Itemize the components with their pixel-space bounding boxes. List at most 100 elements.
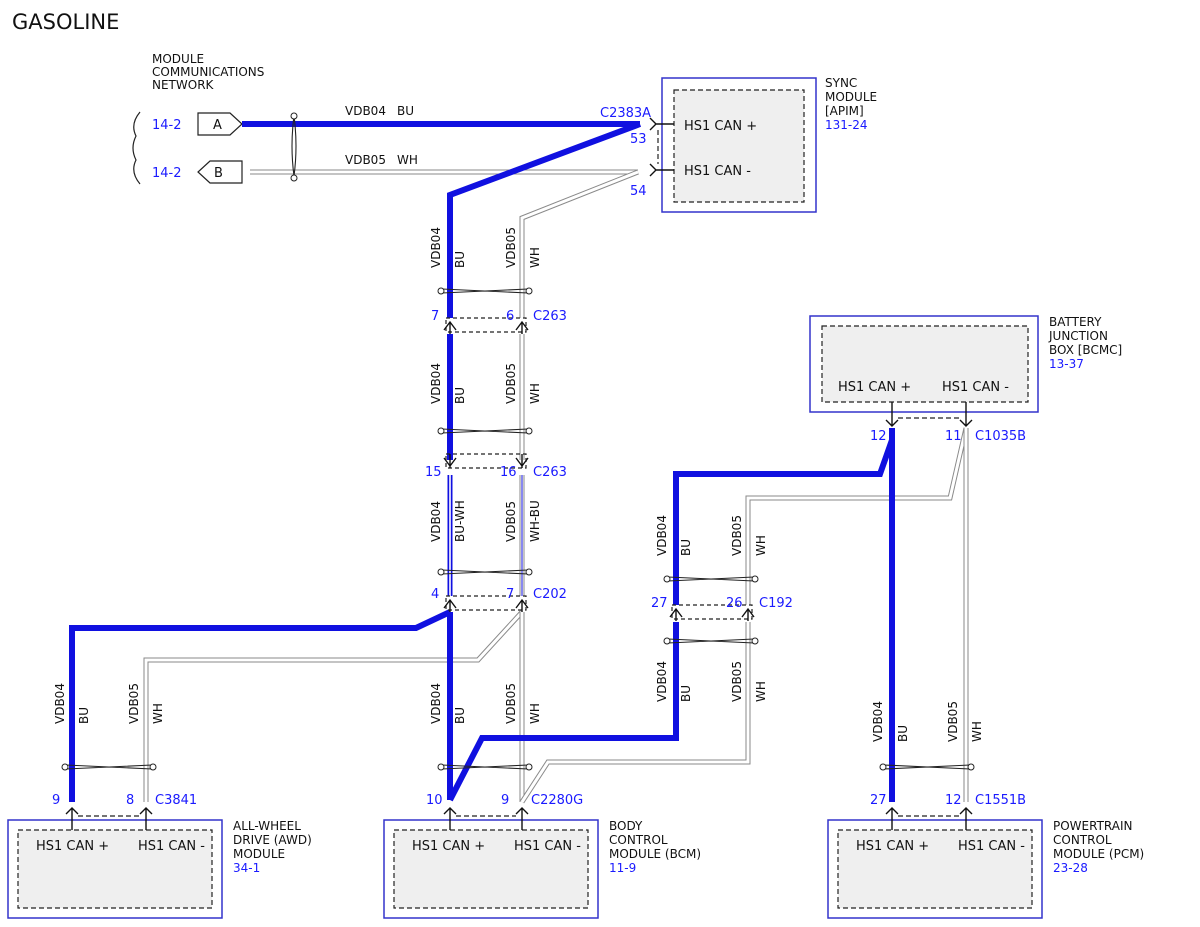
vlabel-wh-bcm: WH <box>528 703 542 724</box>
vlabel-bu-c192l: BU <box>679 685 693 702</box>
bracket-icon <box>132 111 141 185</box>
vlabel-vdb04-s3: VDB04 <box>429 501 443 542</box>
c263b-pin-16: 16 <box>500 465 517 480</box>
awd-pin-plus-label: HS1 CAN + <box>36 839 109 854</box>
vlabel-whbu-s3: WH-BU <box>528 500 542 542</box>
vlabel-bu-bcm: BU <box>453 707 467 724</box>
sync-name-line-2: MODULE <box>825 90 877 104</box>
network-label-line-2: COMMUNICATIONS <box>152 65 264 79</box>
vlabel-vdb04-c192u: VDB04 <box>655 515 669 556</box>
sync-connector-label: C2383A <box>600 106 651 121</box>
vlabel-vdb04-bcm: VDB04 <box>429 683 443 724</box>
color-label-bu-top: BU <box>397 104 414 118</box>
connector-a-letter: A <box>213 118 222 133</box>
twist-marker-c192-lower <box>663 637 759 645</box>
twist-marker-pcm <box>879 763 975 771</box>
vlabel-wh-awd: WH <box>151 703 165 724</box>
bcmc-ref: 13-37 <box>1049 357 1084 371</box>
vlabel-wh-pcm: WH <box>970 721 984 742</box>
bcmc-connector-label: C1035B <box>975 429 1026 444</box>
pcm-pin-27: 27 <box>870 793 887 808</box>
vlabel-vdb04-pcm: VDB04 <box>871 701 885 742</box>
vlabel-bu-pcm: BU <box>896 725 910 742</box>
network-label-line-1: MODULE <box>152 52 204 66</box>
circuit-label-vdb05-top: VDB05 <box>345 153 386 167</box>
circuit-label-vdb04-top: VDB04 <box>345 104 386 118</box>
network-label-line-3: NETWORK <box>152 78 215 92</box>
vlabel-wh-c192l: WH <box>754 681 768 702</box>
sync-pin-53: 53 <box>630 132 647 147</box>
sync-name-line-3: [APIM] <box>825 104 864 118</box>
vlabel-vdb05-s1: VDB05 <box>504 227 518 268</box>
vlabel-bu-s1: BU <box>453 251 467 268</box>
inline-connectors <box>443 317 755 621</box>
vlabel-wh-s1: WH <box>528 247 542 268</box>
awd-name-line-2: DRIVE (AWD) <box>233 833 312 847</box>
c192-pin-26: 26 <box>726 596 743 611</box>
sync-pin-plus-label: HS1 CAN + <box>684 119 757 134</box>
vlabel-vdb05-c192l: VDB05 <box>730 661 744 702</box>
awd-name-line-1: ALL-WHEEL <box>233 819 301 833</box>
bcmc-name-line-3: BOX [BCMC] <box>1049 343 1122 357</box>
sync-pin-54: 54 <box>630 184 647 199</box>
connector-b-ref: 14-2 <box>152 166 182 181</box>
vlabel-vdb05-c192u: VDB05 <box>730 515 744 556</box>
bcmc-name-line-1: BATTERY <box>1049 315 1102 329</box>
pcm-pin-plus-label: HS1 CAN + <box>856 839 929 854</box>
twist-marker-network <box>290 112 298 182</box>
bcm-name-line-2: CONTROL <box>609 833 668 847</box>
network-connector-a: A <box>197 112 252 136</box>
pcm-pin-minus-label: HS1 CAN - <box>958 839 1025 854</box>
bcm-name-line-3: MODULE (BCM) <box>609 847 701 861</box>
twist-marker-c202 <box>437 568 533 576</box>
vlabel-wh-c192u: WH <box>754 535 768 556</box>
pcm-name-line-3: MODULE (PCM) <box>1053 847 1144 861</box>
sync-pin-minus-label: HS1 CAN - <box>684 164 751 179</box>
bcmc-pin-minus-label: HS1 CAN - <box>942 380 1009 395</box>
vlabel-vdb04-awd: VDB04 <box>53 683 67 724</box>
vlabel-vdb05-awd: VDB05 <box>127 683 141 724</box>
vlabel-vdb05-bcm: VDB05 <box>504 683 518 724</box>
vlabel-bu-s2: BU <box>453 387 467 404</box>
wire-vdb05-network <box>143 169 969 804</box>
twist-marker-awd <box>61 763 157 771</box>
awd-pin-9: 9 <box>52 793 60 808</box>
color-label-wh-top: WH <box>397 153 418 167</box>
pcm-name-line-1: POWERTRAIN <box>1053 819 1133 833</box>
awd-ref: 34-1 <box>233 861 260 875</box>
c263a-pin-7: 7 <box>431 309 439 324</box>
wires <box>69 121 969 804</box>
sync-name-line-1: SYNC <box>825 76 857 90</box>
bcmc-pin-11: 11 <box>945 429 962 444</box>
pcm-ref: 23-28 <box>1053 861 1088 875</box>
wire-vdb04-network <box>69 121 895 802</box>
twist-marker-c263-upper <box>437 287 533 295</box>
vlabel-wh-s2: WH <box>528 383 542 404</box>
vlabel-vdb05-s3: VDB05 <box>504 501 518 542</box>
bcm-connector-label: C2280G <box>531 793 583 808</box>
c202-label: C202 <box>533 587 567 602</box>
pcm-pin-12: 12 <box>945 793 962 808</box>
c192-label: C192 <box>759 596 793 611</box>
bcmc-pin-12: 12 <box>870 429 887 444</box>
c202-pin-7: 7 <box>506 587 514 602</box>
c192-pin-27: 27 <box>651 596 668 611</box>
connector-b-letter: B <box>214 166 223 181</box>
vlabel-vdb05-s2: VDB05 <box>504 363 518 404</box>
twist-marker-c263-lower <box>437 427 533 435</box>
c263a-pin-6: 6 <box>506 309 514 324</box>
module-sync: HS1 CAN + HS1 CAN - <box>649 77 817 213</box>
vlabel-vdb04-s1: VDB04 <box>429 227 443 268</box>
vlabel-bu-awd: BU <box>77 707 91 724</box>
bcm-ref: 11-9 <box>609 861 636 875</box>
module-pcm: HS1 CAN + HS1 CAN - <box>827 807 1043 919</box>
vlabel-vdb04-c192l: VDB04 <box>655 661 669 702</box>
awd-pin-minus-label: HS1 CAN - <box>138 839 205 854</box>
module-bcmc: HS1 CAN + HS1 CAN - <box>809 315 1039 427</box>
twisted-pair-markers <box>61 112 975 771</box>
awd-name-line-3: MODULE <box>233 847 285 861</box>
bcm-pin-9: 9 <box>501 793 509 808</box>
module-awd: HS1 CAN + HS1 CAN - <box>7 807 223 919</box>
pcm-connector-label: C1551B <box>975 793 1026 808</box>
